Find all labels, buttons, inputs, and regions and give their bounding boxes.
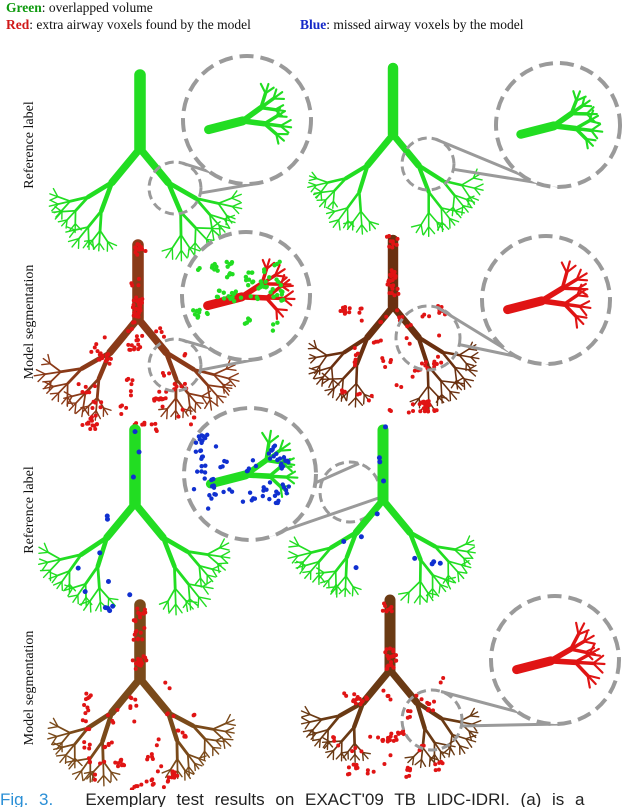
legend-extra-key: Red [6, 17, 30, 32]
legend-overlap-key: Green [6, 0, 42, 15]
airway-tree [307, 62, 484, 238]
magnifier-source-circle [147, 160, 203, 216]
zoomed-branches [503, 260, 592, 329]
legend-extra: Red: extra airway voxels found by the mo… [6, 17, 251, 33]
magnifier [400, 594, 621, 752]
airway-tree [47, 599, 237, 790]
zoomed-branches [191, 429, 299, 511]
airway-tree [37, 424, 231, 616]
magnifier-connector [199, 358, 253, 372]
magnifier-source-circle [147, 337, 203, 393]
magnifier [400, 61, 622, 192]
legend-overlap: Green: overlapped volume [6, 0, 153, 16]
zoomed-branches [516, 90, 604, 150]
magnifier-source-circle [400, 688, 464, 752]
airway-tree [287, 424, 476, 605]
zoomed-branches [204, 82, 293, 145]
figure-number: Fig. 3. [0, 790, 54, 807]
magnifier [394, 234, 612, 372]
airway-figure [33, 54, 622, 790]
magnifier [182, 406, 382, 542]
airway-tree [300, 594, 482, 779]
magnifier-source-circle [400, 136, 456, 192]
zoomed-branches [191, 258, 296, 333]
legend-missed: Blue: missed airway voxels by the model [300, 17, 523, 33]
airway-tree [307, 233, 480, 415]
magnifier [147, 54, 313, 216]
zoomed-branches [512, 621, 606, 689]
magnifier [147, 230, 312, 393]
magnifier-connector [199, 182, 254, 195]
magnifier-connector [440, 690, 521, 714]
figure-caption-text: Exemplary test results on EXACT'09 TB LI… [85, 790, 585, 807]
legend-missed-key: Blue [300, 17, 327, 32]
airway-tree [33, 239, 240, 434]
airway-tree [48, 69, 243, 262]
figure-caption: Fig. 3. Exemplary test results on EXACT'… [0, 789, 640, 807]
magnifier-connector [435, 137, 525, 178]
legend-missed-text: : missed airway voxels by the model [326, 17, 524, 32]
magnifier-source-circle [394, 304, 462, 372]
legend-extra-text: : extra airway voxels found by the model [29, 17, 251, 32]
legend-overlap-text: : overlapped volume [41, 0, 153, 15]
